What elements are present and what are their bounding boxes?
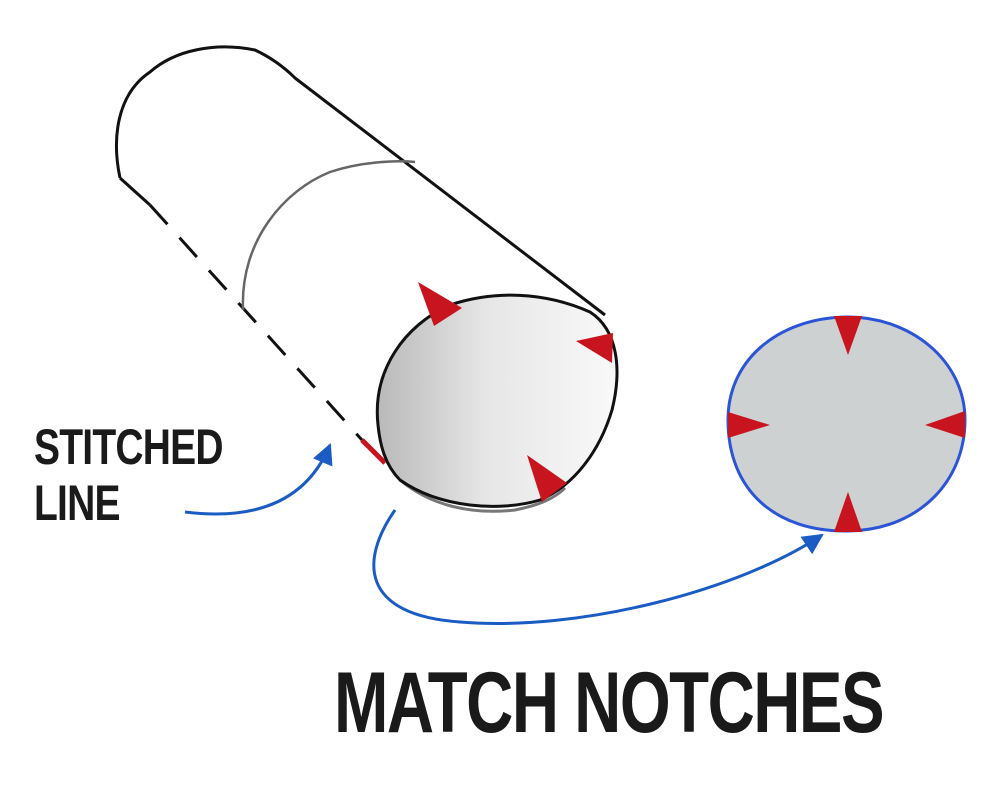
end-cap-notch-right	[576, 333, 613, 363]
match-notches-label: MATCH NOTCHES	[334, 655, 885, 751]
seam-marker	[360, 438, 387, 465]
flat-notch-top	[834, 316, 862, 355]
end-cap-shape	[375, 293, 619, 508]
stitched-line-arrow	[184, 443, 333, 516]
stitched-seam-dashed	[148, 203, 364, 442]
end-cap-shadow	[399, 478, 567, 513]
flat-circle-piece	[726, 315, 967, 533]
stitched-line-label: STITCHED LINE	[34, 419, 224, 534]
cylinder	[115, 45, 606, 465]
cylinder-outline	[115, 45, 606, 317]
flat-notch-left	[728, 412, 770, 438]
stitched-line-label-line1: STITCHED	[34, 419, 224, 475]
end-cap-notch-top	[418, 282, 462, 326]
flat-notch-right	[925, 411, 965, 438]
match-notches-arrow	[372, 509, 824, 625]
end-cap-notch-bottom	[527, 455, 567, 502]
end-cap	[375, 282, 619, 513]
cylinder-back-edge	[118, 176, 152, 207]
seam-guide-curve	[241, 160, 416, 311]
flat-notch-bottom	[834, 492, 862, 532]
stitched-line-label-line2: LINE	[34, 475, 121, 531]
